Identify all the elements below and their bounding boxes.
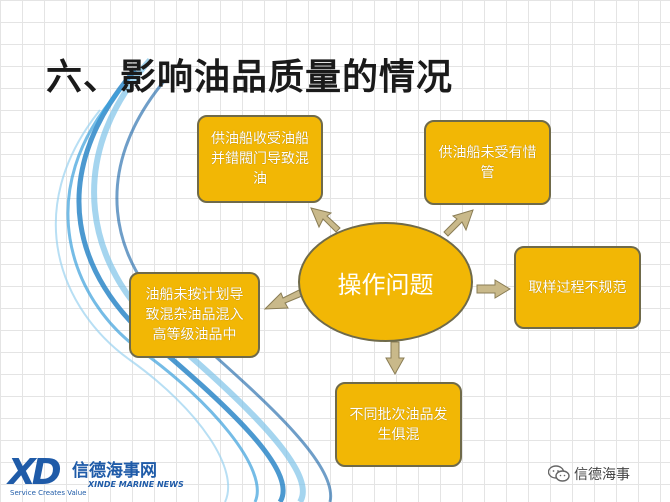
wechat-account-name: 信德海事 [574,467,630,483]
node-top-right: 供油船未受有惜管 [424,120,551,205]
arrow-bottom [385,341,405,376]
node-left: 油船未按计划导致混杂油品混入高等级油品中 [129,272,260,358]
arrow-left [263,289,303,310]
wechat-watermark: 信德海事 [548,464,630,484]
arrow-top-right [443,209,474,237]
logo-name-cn: 信德海事网 [72,461,157,481]
node-right: 取样过程不规范 [514,246,641,329]
arrow-top-left [310,207,341,233]
logo-mark: XD [8,452,62,493]
logo-name-en: XINDE MARINE NEWS [88,480,184,489]
center-node: 操作问题 [298,222,473,342]
logo-tagline: Service Creates Value [10,489,87,497]
arrow-right [476,279,511,299]
node-bottom: 不同批次油品发生俱混 [335,382,462,467]
node-top-left: 供油船收受油船并錯閥门导致混油 [197,115,323,203]
wechat-icon [548,465,570,482]
slide-title: 六、影响油品质量的情况 [46,57,454,98]
